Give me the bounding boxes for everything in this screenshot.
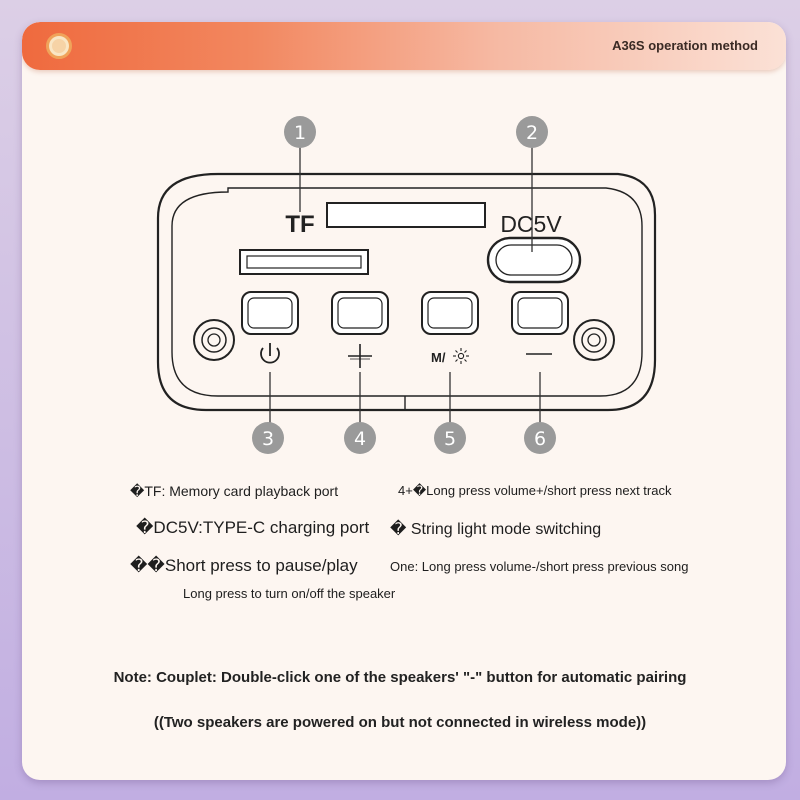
- svg-text:1: 1: [294, 122, 306, 144]
- power-button[interactable]: [241, 291, 299, 335]
- svg-text:6: 6: [534, 428, 546, 450]
- svg-text:3: 3: [262, 428, 274, 450]
- svg-text:2: 2: [526, 122, 538, 144]
- pairing-condition-note: ((Two speakers are powered on but not co…: [153, 714, 647, 731]
- power-icon: [260, 343, 280, 364]
- callout-5: 5: [434, 422, 466, 454]
- tf-label: TF: [285, 211, 314, 238]
- callout-3: 3: [252, 422, 284, 454]
- dc5v-label: DC5V: [500, 211, 562, 237]
- svg-text:5: 5: [444, 428, 456, 450]
- minus-instruction: One: Long press volume-/short press prev…: [390, 559, 689, 574]
- long-press-instruction: Long press to turn on/off the speaker: [183, 586, 396, 601]
- callout-lines: [269, 146, 541, 424]
- dc-instruction: �DC5V:TYPE-C charging port: [136, 518, 370, 537]
- left-knob: [193, 319, 235, 361]
- short-press-instruction: ��Short press to pause/play: [130, 556, 358, 575]
- svg-text:4: 4: [354, 428, 366, 450]
- callout-1: 1: [284, 116, 316, 148]
- usb-c-port-inner: [495, 244, 573, 276]
- grille-slot: [239, 249, 369, 275]
- header-title: A36S operation method: [612, 38, 758, 53]
- mode-label: M/: [431, 350, 446, 365]
- pairing-note: Note: Couplet: Double-click one of the s…: [113, 669, 687, 686]
- callout-4: 4: [344, 422, 376, 454]
- mode-button[interactable]: [421, 291, 479, 335]
- instruction-card: A36S operation method: [22, 22, 786, 780]
- right-knob: [573, 319, 615, 361]
- medallion-icon: [46, 33, 72, 59]
- panel-outline: [156, 172, 657, 412]
- volume-down-button[interactable]: [511, 291, 569, 335]
- callout-2: 2: [516, 116, 548, 148]
- tf-slot: [326, 202, 486, 228]
- callout-6: 6: [524, 422, 556, 454]
- plus-icon: [348, 344, 372, 368]
- plus-instruction: 4+�Long press volume+/short press next t…: [398, 483, 672, 498]
- light-instruction: � String light mode switching: [390, 521, 602, 538]
- header-bar: A36S operation method: [22, 22, 786, 70]
- tf-instruction: �TF: Memory card playback port: [130, 483, 339, 499]
- usb-c-port: [486, 236, 582, 284]
- volume-up-button[interactable]: [331, 291, 389, 335]
- grille-slot-inner: [246, 255, 362, 269]
- sun-icon: [453, 348, 469, 364]
